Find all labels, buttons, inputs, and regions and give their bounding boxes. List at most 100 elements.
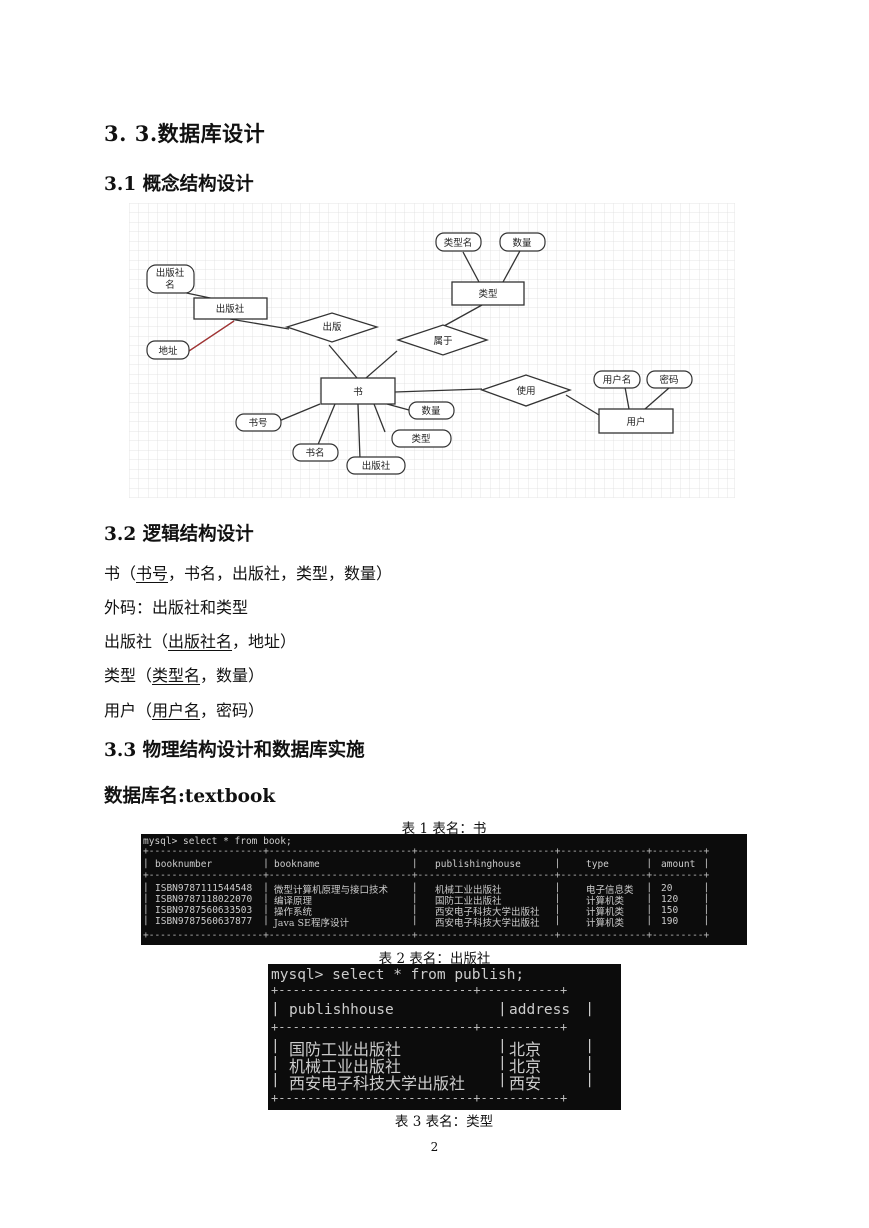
er-label: 数量 — [421, 405, 441, 417]
attr-username: 用户名 — [593, 370, 641, 389]
console-pipes: | | | | | | — [143, 858, 710, 869]
attr-address: 地址 — [146, 340, 190, 360]
er-label: 出版社 — [362, 460, 391, 472]
attr-book-amount: 数量 — [408, 401, 455, 420]
conceptual-heading: 3.1 概念结构设计 — [104, 174, 254, 195]
console-border: +---------------------------+-----------… — [271, 1091, 568, 1105]
page-number: 2 — [430, 1140, 439, 1154]
er-label: 书号 — [248, 418, 267, 429]
table-cell: 计算机类 — [586, 907, 625, 918]
table-cell: ISBN9787560637877 — [155, 916, 253, 927]
console-border: +--------------------+------------------… — [143, 846, 710, 857]
column-header: type — [586, 859, 609, 870]
column-header: publishinghouse — [435, 859, 521, 870]
er-label: 出版社 — [156, 267, 185, 279]
logical-line-publisher: 出版社（出版社名，地址） — [104, 628, 296, 652]
console-pipes: | | | | | | — [143, 904, 710, 915]
er-label: 书名 — [305, 447, 324, 459]
table-cell: 北京 — [509, 1040, 542, 1059]
er-label: 出版社 — [216, 303, 245, 315]
table1-caption: 表 1 表名：书 — [401, 821, 487, 837]
console-pipes: | | | | | | — [143, 893, 710, 904]
console-pipes: | | | — [271, 1055, 595, 1071]
table-cell: 机械工业出版社 — [435, 885, 502, 896]
attr-book-name: 书名 — [292, 443, 339, 462]
table2-caption: 表 2 表名：出版社 — [378, 951, 491, 967]
table1-console: mysql> select * from book; +------------… — [141, 834, 747, 945]
console-pipes: | | | | | | — [143, 882, 710, 893]
er-diagram: 出版社 类型 书 用户 出版社 名 地址 — [128, 202, 736, 499]
console-border: +---------------------------+-----------… — [271, 983, 568, 997]
table-cell: 编译原理 — [274, 896, 313, 907]
table-cell: 西安电子科技大学出版社 — [435, 918, 540, 929]
attr-type-amount: 数量 — [499, 232, 546, 252]
table-cell: 西安电子科技大学出版社 — [289, 1074, 466, 1093]
text-segment: ，地址） — [232, 632, 297, 651]
database-name: 数据库名:textbook — [104, 786, 276, 807]
attr-book-publisher: 出版社 — [346, 456, 406, 475]
primary-key: 类型名 — [152, 666, 201, 685]
table2-console: mysql> select * from publish; +---------… — [268, 964, 621, 1110]
section-title: 3. 3.数据库设计 — [104, 121, 266, 146]
logical-line-type: 类型（类型名，数量） — [104, 662, 264, 686]
er-label: 属于 — [433, 336, 452, 347]
table-cell: ISBN9787560633503 — [155, 905, 253, 916]
text-segment: 出版社（ — [104, 632, 169, 651]
attr-type-name: 类型名 — [435, 232, 482, 252]
attr-book-type: 类型 — [391, 429, 452, 448]
table-cell: 150 — [661, 905, 679, 916]
logical-heading: 3.2 逻辑结构设计 — [104, 524, 254, 545]
table-cell: 国防工业出版社 — [289, 1040, 402, 1059]
console-border: +---------------------------+-----------… — [271, 1020, 568, 1034]
console-command: mysql> select * from publish; — [271, 967, 525, 983]
primary-key: 用户名 — [152, 701, 201, 720]
er-label: 用户 — [626, 416, 645, 428]
er-label: 类型 — [411, 433, 431, 445]
er-label: 用户名 — [603, 374, 632, 386]
er-label: 数量 — [512, 237, 532, 249]
er-label: 名 — [165, 279, 175, 291]
text-segment: ，书名，出版社，类型，数量） — [168, 564, 393, 583]
table-cell: 北京 — [509, 1057, 542, 1076]
er-label: 书 — [353, 387, 363, 398]
console-pipes: | | | | | | — [143, 915, 710, 926]
column-header: address — [509, 1002, 571, 1018]
table-cell: 190 — [661, 916, 679, 927]
table-cell: 计算机类 — [586, 918, 625, 929]
table-cell: 西安电子科技大学出版社 — [435, 907, 540, 918]
text-segment: ，密码） — [200, 701, 265, 720]
er-label: 地址 — [158, 345, 178, 357]
table-cell: 120 — [661, 894, 679, 905]
relation-publish: 出版 — [284, 312, 380, 343]
physical-heading: 3.3 物理结构设计和数据库实施 — [104, 740, 365, 761]
console-command: mysql> select * from book; — [143, 836, 292, 847]
er-diagram-svg: 出版社 类型 书 用户 出版社 名 地址 — [128, 202, 736, 499]
er-label: 出版 — [322, 321, 342, 333]
primary-key: 出版社名 — [168, 632, 233, 651]
column-header: bookname — [274, 859, 320, 870]
attr-book-number: 书号 — [235, 413, 282, 432]
table-cell: 操作系统 — [274, 907, 313, 918]
er-label: 使用 — [516, 385, 535, 397]
logical-line-foreign-key: 外码：出版社和类型 — [104, 598, 249, 617]
column-header: publishhouse — [289, 1002, 394, 1018]
table-cell: 西安 — [509, 1074, 542, 1093]
relation-belong: 属于 — [395, 324, 490, 356]
table-cell: 电子信息类 — [586, 885, 634, 896]
entity-user: 用户 — [598, 408, 674, 434]
table-cell: Java SE程序设计 — [274, 918, 349, 929]
console-pipes: | | | — [271, 1001, 595, 1017]
table-cell: 计算机类 — [586, 896, 625, 907]
table-cell: ISBN9787111544548 — [155, 883, 253, 894]
table-cell: 20 — [661, 883, 673, 894]
table-cell: 国防工业出版社 — [435, 896, 502, 907]
text-segment: 书（ — [104, 564, 137, 583]
text-segment: 用户（ — [104, 701, 153, 720]
table-cell: 微型计算机原理与接口技术 — [274, 885, 389, 896]
column-header: booknumber — [155, 859, 213, 870]
table3-caption: 表 3 表名：类型 — [394, 1114, 494, 1130]
attr-password: 密码 — [646, 370, 693, 389]
console-pipes: | | | — [271, 1038, 595, 1054]
text-segment: ，数量） — [200, 666, 265, 685]
relation-use: 使用 — [480, 374, 572, 407]
